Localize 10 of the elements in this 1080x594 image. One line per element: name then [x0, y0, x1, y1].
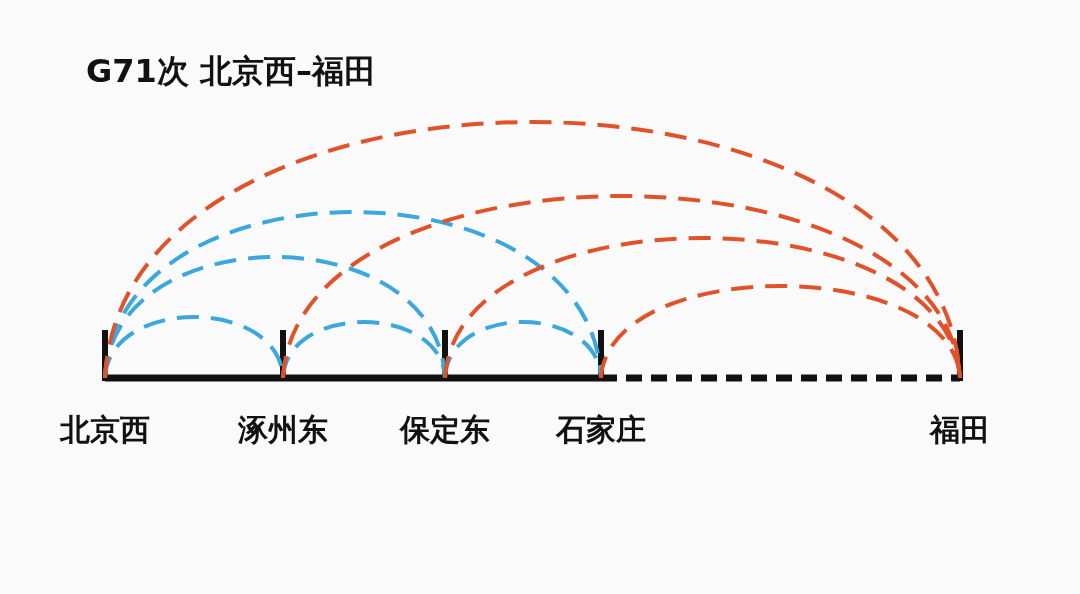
station-label: 涿州东 [208, 380, 358, 451]
dashed-arc [103, 120, 962, 379]
dashed-arc [443, 236, 962, 379]
dashed-arc [599, 284, 962, 379]
title: G71次 北京西–福田 [86, 51, 376, 92]
dashed-arc [281, 194, 962, 379]
station-label: 石家庄 [526, 380, 676, 451]
station-label: 福田 [885, 380, 1035, 451]
station-label: 保定东 [370, 380, 520, 451]
station-label: 北京西 [30, 380, 180, 451]
